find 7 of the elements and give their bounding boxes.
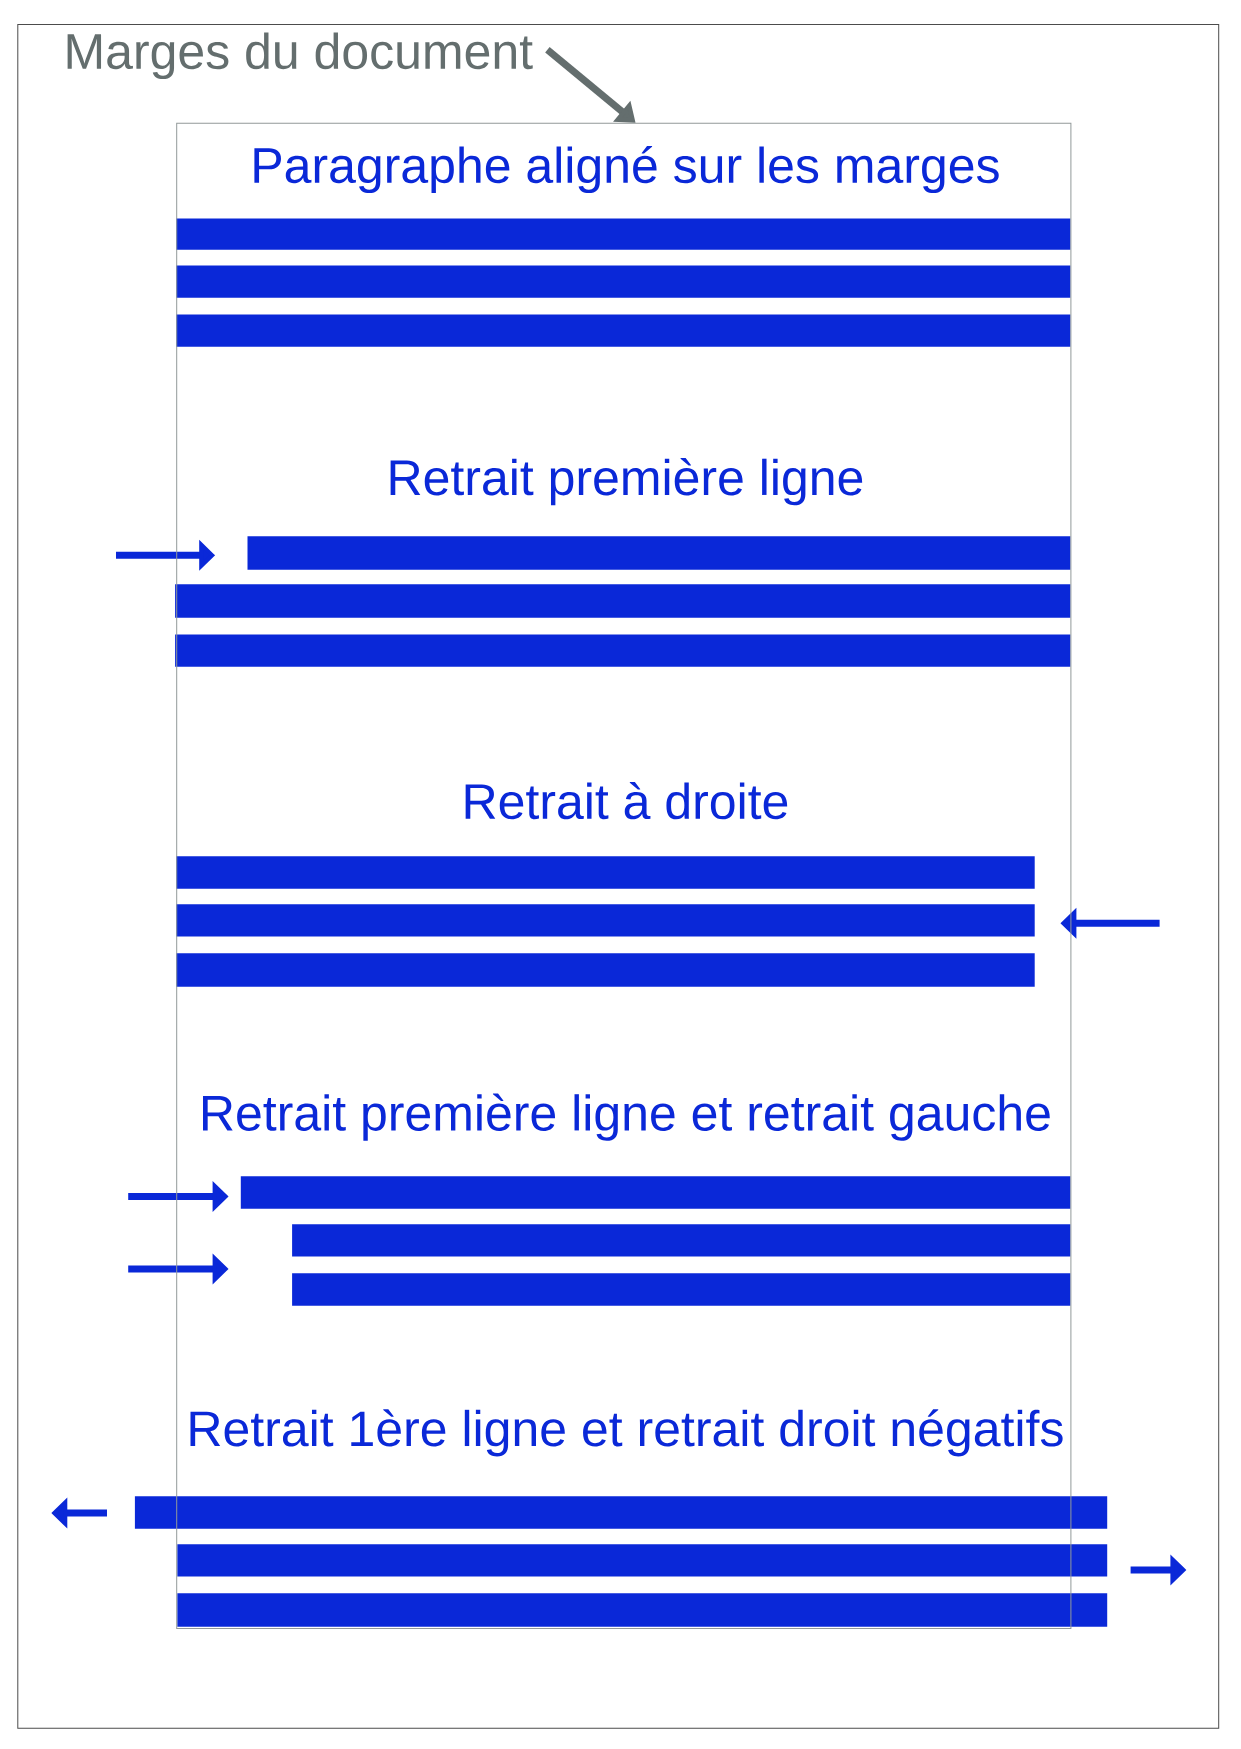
section-heading: Paragraphe aligné sur les marges: [254, 145, 999, 194]
section-heading: Retrait à droite: [465, 781, 788, 820]
section-heading: Retrait première ligne et retrait gauche: [203, 1093, 1050, 1141]
margin-label: Marges du document: [67, 32, 533, 80]
section-heading: Retrait première ligne: [390, 458, 863, 506]
margin-box: [176, 122, 1072, 1629]
section-heading: Retrait 1ère ligne et retrait droit négatifs: [190, 1409, 1063, 1457]
